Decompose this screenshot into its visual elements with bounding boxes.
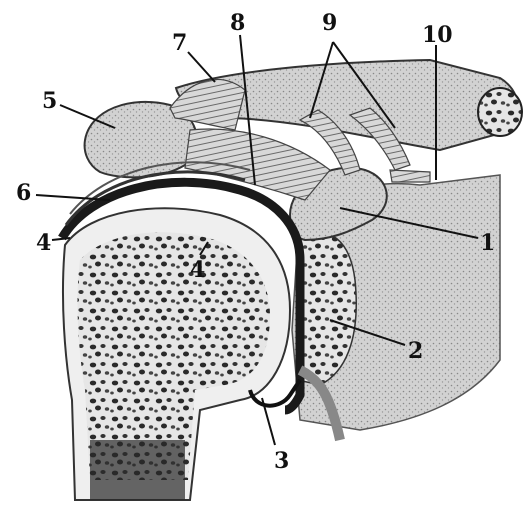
label-1: 1 — [480, 230, 495, 256]
label-3: 3 — [274, 448, 289, 474]
label-8: 8 — [230, 10, 245, 36]
label-2: 2 — [408, 338, 423, 364]
leader-4a — [52, 238, 70, 240]
label-6: 6 — [16, 180, 31, 206]
leader-7 — [188, 52, 215, 82]
label-10: 10 — [422, 22, 453, 48]
label-4-left: 4 — [36, 230, 51, 256]
humerus — [63, 208, 290, 500]
label-5: 5 — [42, 88, 57, 114]
label-4-right: 4 — [190, 257, 205, 283]
label-7: 7 — [172, 30, 187, 56]
label-9: 9 — [322, 10, 337, 36]
